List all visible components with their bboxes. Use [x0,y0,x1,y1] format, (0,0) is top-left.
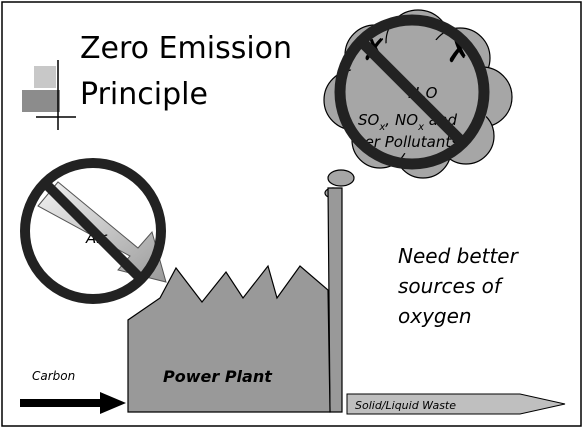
waste-arrow [346,393,566,415]
note-line-2: sources of [398,274,504,298]
slide-title-line-2: Principle [80,77,208,112]
power-plant-label: Power Plant [163,367,273,386]
carbon-label: Carbon [32,369,75,383]
chimney [327,187,343,413]
no-air-sign [20,158,166,304]
note-line-1: Need better [398,244,520,268]
note-line-3: oxygen [398,304,472,328]
slide-title-line-1: Zero Emission [80,31,292,66]
waste-label: Solid/Liquid Waste [355,399,456,412]
no-emissions-sign [334,14,490,170]
title-ornament [22,60,76,130]
carbon-arrow-head [100,392,126,414]
power-plant-factory [127,264,331,413]
